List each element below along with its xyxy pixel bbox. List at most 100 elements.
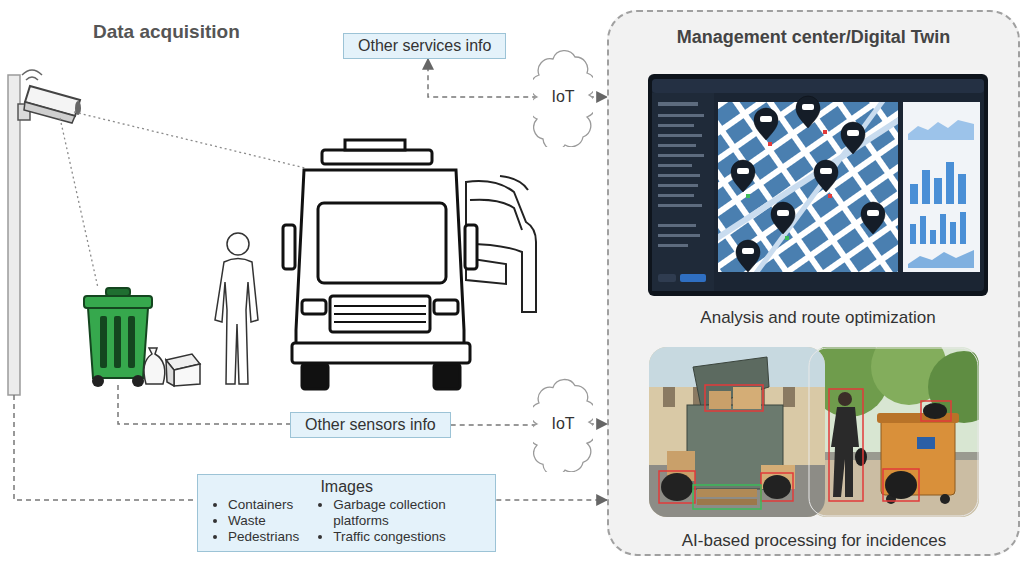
bullet-item: Traffic congestions (333, 529, 483, 545)
garbage-truck-part (465, 225, 477, 269)
parked-cars-part (470, 200, 522, 230)
waste-bin-part (100, 316, 135, 368)
panel-caption: AI-based processing for incidences (649, 531, 979, 551)
incident-photos-part-part-part (883, 469, 919, 501)
dashboard-screenshot-part-part (658, 194, 694, 197)
incident-photos-part-part (838, 392, 852, 406)
incident-photos-part-part (697, 499, 757, 505)
waste-bin-part-part (128, 316, 135, 368)
bullet-list: Garbage collection platformsTraffic cong… (315, 497, 483, 546)
cloud-shape-part (533, 380, 593, 472)
waste-items-part (144, 348, 165, 384)
waste-items (144, 348, 200, 386)
pedestrian-part (215, 259, 258, 385)
waste-bin-part (92, 375, 104, 387)
dashboard-screenshot-part (903, 102, 980, 272)
dashboard-screenshot-part-part (930, 230, 936, 244)
camera-pole (8, 70, 81, 395)
bullet-item: Garbage collection platforms (333, 497, 483, 529)
waste-bin-part (106, 288, 130, 296)
garbage-truck-part (434, 364, 460, 389)
box-label: Other services info (358, 37, 491, 54)
waste-bin-part-part (100, 316, 107, 368)
dashed-connector (428, 59, 537, 97)
dashboard-screenshot-part (768, 130, 832, 198)
dashboard-screenshot-part (718, 102, 898, 272)
incident-photos-part-part (829, 389, 951, 501)
section-heading: Data acquisition (93, 21, 240, 43)
dashboard-screenshot-part-part (771, 202, 795, 234)
dashboard-screenshot-part-part (934, 178, 942, 204)
dashboard-screenshot-part-part (658, 204, 702, 207)
parked-cars (466, 176, 536, 312)
dashboard-screenshot-part-part (910, 184, 918, 204)
incident-photos-part-part (855, 448, 867, 466)
dashboard-screenshot-part-part (658, 184, 698, 187)
camera-pole-part (22, 70, 42, 80)
incident-photos-part-part-part (761, 473, 793, 501)
dashboard-screenshot-part-part (658, 124, 694, 127)
incident-photos-part-part (661, 473, 693, 501)
dashboard-screenshot-part-part (658, 224, 696, 227)
dashboard-screenshot-part-part (802, 104, 814, 110)
dashboard-screenshot-part-part (746, 194, 750, 198)
incident-photos (649, 347, 979, 517)
dashboard-screenshot-part (658, 274, 676, 282)
garbage-truck-part (296, 170, 464, 360)
bullet-text: Waste (228, 513, 266, 528)
dashboard-screenshot-part-part (814, 160, 838, 192)
dashboard-screenshot-part-part (658, 154, 704, 157)
cloud-shape-part (533, 51, 593, 147)
dashed-connector (451, 424, 538, 426)
dashboard-screenshot-part (746, 194, 789, 240)
dashboard-screenshot-part-part (658, 114, 704, 117)
dashboard-screenshot-part-part (658, 234, 700, 237)
dashboard-screenshot-part-part (847, 130, 859, 136)
dashboard-screenshot-part (737, 104, 879, 254)
dashboard-screenshot-part-part (922, 170, 930, 204)
dashboard-screenshot-part-part (742, 248, 754, 254)
bullet-text: Pedestrians (228, 529, 299, 544)
panel-caption: Analysis and route optimization (648, 308, 988, 328)
dashboard-screenshot-part (652, 79, 984, 93)
dashboard-screenshot-part-part (658, 244, 688, 247)
sensor-wires-part (14, 395, 197, 500)
dashboard-screenshot-part-part (861, 202, 885, 234)
garbage-truck-part (345, 140, 405, 150)
dashboard-screenshot-part-part (658, 102, 698, 106)
waste-bin-part (88, 308, 148, 378)
management-panel: Management center/Digital Twin (607, 10, 1020, 556)
garbage-truck-part (334, 306, 426, 322)
dashboard-screenshot-part-part (718, 114, 898, 244)
bullet-text: Traffic congestions (333, 529, 446, 544)
dashboard-screenshot-part-part (910, 224, 916, 244)
incident-photos-part-part (940, 494, 950, 504)
dashboard-screenshot-part-part (867, 210, 879, 216)
box-label: Other sensors info (305, 416, 436, 433)
garbage-truck-part (322, 150, 432, 164)
bullet-list: ContainersWastePedestrians (210, 497, 299, 546)
garbage-truck-part (318, 203, 446, 283)
info-box: Other services info (343, 33, 506, 59)
garbage-truck-part (292, 343, 470, 363)
incident-photos-part (649, 347, 825, 517)
garbage-truck-part (302, 364, 328, 389)
incident-photos-part-part (697, 489, 757, 497)
incident-photos-part (809, 348, 978, 516)
dashboard-screenshot-part-part (768, 142, 772, 146)
dashboard-screenshot-part-part (737, 168, 749, 174)
dashboard-screenshot (648, 74, 988, 296)
camera-view-lines-part (60, 118, 98, 288)
dashboard-screenshot-part-part (736, 240, 760, 272)
dashboard-screenshot-part (731, 96, 885, 272)
dashboard-screenshot-part-part (658, 174, 700, 177)
dashed-connector (496, 499, 607, 501)
garbage-truck (283, 140, 477, 389)
dashboard-screenshot-part-part (796, 96, 820, 128)
incident-photos-part-part (649, 347, 825, 517)
ai-panel: AI-based processing for incidences (649, 347, 979, 551)
waste-bin-part-part (114, 316, 121, 368)
box-heading: Images (210, 478, 483, 496)
incident-photos-part-part-part (659, 471, 695, 503)
